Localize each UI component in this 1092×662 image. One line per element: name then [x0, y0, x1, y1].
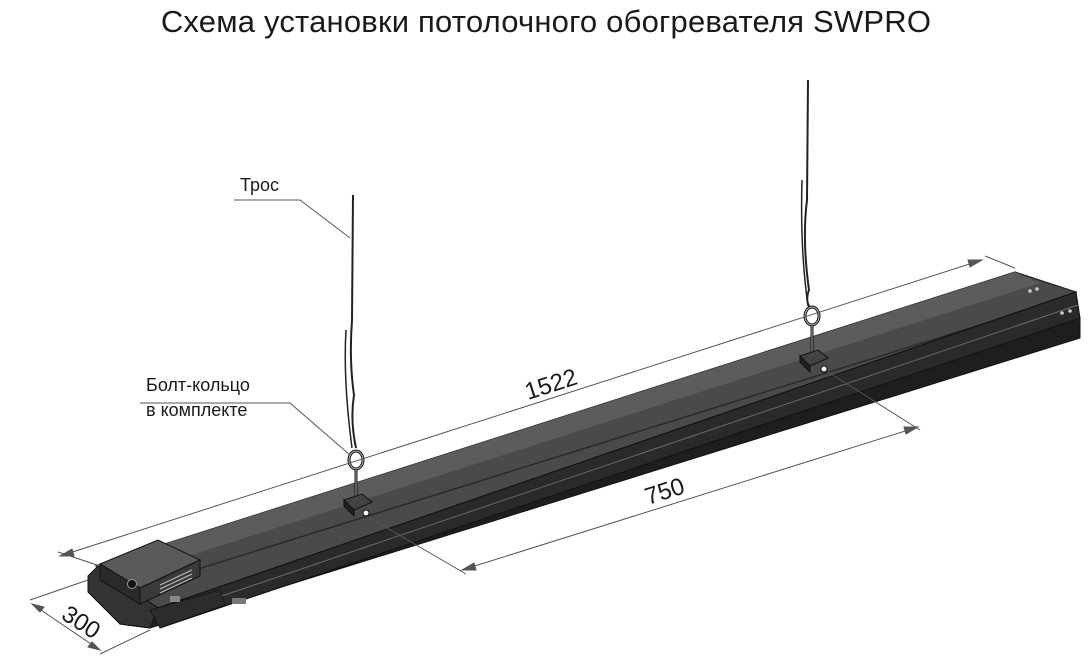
dimension-spacing-value: 750: [642, 473, 688, 511]
cable-label: Трос: [240, 175, 280, 195]
eyebolt-label-line2: в комплекте: [146, 400, 248, 420]
leader-lines: [140, 199, 351, 456]
dimension-width: [29, 579, 151, 655]
left-suspension: [343, 194, 373, 518]
dimension-length-value: 1522: [522, 364, 581, 406]
dimension-spacing: [369, 371, 921, 575]
eyebolt-label-line1: Болт-кольцо: [146, 375, 250, 395]
heater-body: [87, 271, 1081, 629]
right-suspension: [799, 79, 829, 374]
diagram-title: Схема установки потолочного обогревателя…: [160, 4, 932, 39]
terminal-box: [98, 539, 202, 605]
dimension-width-value: 300: [57, 600, 105, 644]
dimension-length: [57, 255, 1016, 567]
